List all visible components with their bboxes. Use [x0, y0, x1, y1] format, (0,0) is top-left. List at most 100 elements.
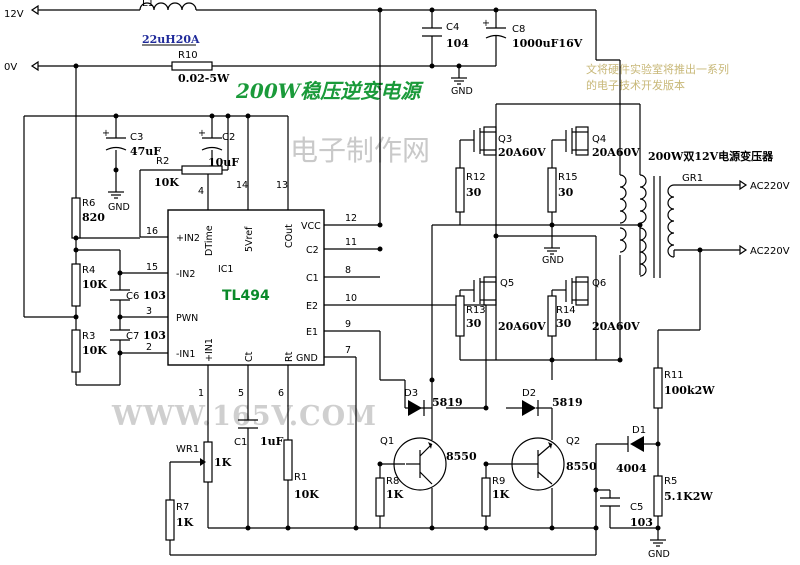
- mosfet-q6-icon: [565, 276, 589, 306]
- schematic-title: 200W稳压逆变电源: [235, 79, 424, 103]
- r2-ref: R2: [156, 156, 169, 167]
- r9-value: 1K: [492, 488, 510, 501]
- capacitor-c4: [422, 27, 442, 37]
- d2-value: 5819: [552, 396, 583, 409]
- r14-value: 30: [556, 317, 572, 330]
- pin-1-num: 1: [198, 388, 204, 399]
- r8-ref: R8: [386, 476, 399, 487]
- pin-3-num: 3: [146, 306, 152, 317]
- r12-ref: R12: [466, 172, 486, 183]
- driver-wires: [356, 304, 596, 529]
- r13-value: 30: [466, 317, 482, 330]
- r11-value: 100k2W: [664, 384, 715, 397]
- rail-12v-label: 12V: [4, 9, 24, 20]
- capacitor-c8: +: [482, 18, 507, 39]
- pin-1-label: +IN1: [204, 338, 215, 362]
- gr1-ref: GR1: [682, 173, 703, 184]
- pin-7-label: GND: [296, 353, 318, 364]
- pin-7-num: 7: [345, 345, 351, 356]
- watermark-site-cn: 电子制作网: [290, 134, 430, 167]
- mosfet-q5-icon: [473, 276, 497, 306]
- pin-5-label: Ct: [244, 351, 255, 362]
- output-2-label: AC220V: [750, 246, 790, 257]
- r14-ref: R14: [556, 305, 576, 316]
- resistor-r6: [71, 197, 81, 239]
- r3-ref: R3: [82, 331, 95, 342]
- ic-tl494-body: [167, 209, 325, 366]
- capacitor-c2: +: [198, 128, 223, 151]
- capacitor-c7: [110, 329, 130, 341]
- resistor-r7: [165, 499, 175, 541]
- capacitor-c3: +: [102, 128, 127, 151]
- transformer-icon: [619, 174, 740, 278]
- feedback-wires: [595, 250, 701, 555]
- d3-ref: D3: [404, 388, 418, 399]
- c6-ref: C6: [126, 291, 139, 302]
- ic-name: TL494: [222, 288, 270, 304]
- pin-11-num: 11: [345, 237, 357, 248]
- ic-bottom-network-wires: [169, 357, 596, 556]
- svg-text:+: +: [482, 18, 490, 29]
- pin-12-label: VCC: [301, 221, 321, 232]
- diode-d1: [627, 436, 644, 452]
- r4-ref: R4: [82, 265, 95, 276]
- q2-ref: Q2: [566, 436, 580, 447]
- resistor-r15: [547, 167, 557, 213]
- r6-ref: R6: [82, 198, 95, 209]
- pin-6-label: Rt: [284, 351, 295, 362]
- r6-value: 820: [82, 211, 105, 224]
- pin-8-label: C1: [306, 273, 319, 284]
- c1-value: 1uF: [260, 435, 284, 448]
- ic-bottom-pins: [207, 365, 289, 442]
- r1-value: 10K: [294, 488, 319, 501]
- ic-right-pins: [324, 224, 380, 358]
- diode-d3: [408, 400, 425, 416]
- resistor-r3: [71, 329, 81, 373]
- rail-0v-arrow-icon: [30, 60, 39, 72]
- q3-ref: Q3: [498, 134, 512, 145]
- r5-value: 5.1K2W: [664, 490, 713, 503]
- gnd-icon-c3: [108, 191, 124, 199]
- gnd-label-top: GND: [451, 86, 473, 97]
- pin-16-num: 16: [146, 226, 158, 237]
- pin-15-label: -IN2: [176, 269, 195, 280]
- r3-value: 10K: [82, 344, 107, 357]
- q1-value: 8550: [446, 450, 477, 463]
- c5-ref: C5: [630, 502, 643, 513]
- svg-text:+: +: [198, 128, 206, 139]
- resistor-r12: [455, 167, 465, 213]
- r15-ref: R15: [558, 172, 578, 183]
- resistor-r8: [375, 477, 385, 517]
- pin-14-num: 14: [236, 180, 248, 191]
- output-1-label: AC220V: [750, 181, 790, 192]
- gnd-label-feedback: GND: [648, 549, 670, 560]
- gnd-label-c3: GND: [108, 202, 130, 213]
- watermark-url: WWW.165V.COM: [111, 401, 377, 432]
- ic-ref: IC1: [218, 264, 233, 275]
- resistor-r9: [481, 477, 491, 517]
- left-network-wires: [75, 237, 140, 386]
- resistor-r5: [653, 475, 663, 517]
- r5-ref: R5: [664, 476, 677, 487]
- q4-value: 20A60V: [592, 146, 640, 159]
- pin-10-label: E2: [306, 301, 318, 312]
- pin-2-num: 2: [146, 342, 152, 353]
- rail-12v-arrow-icon: [30, 4, 39, 16]
- gnd-icon-feedback: [650, 539, 666, 547]
- resistor-r4: [71, 263, 81, 307]
- d1-ref: D1: [632, 425, 646, 436]
- r4-value: 10K: [82, 278, 107, 291]
- d2-ref: D2: [522, 388, 536, 399]
- r10-ref: R10: [178, 50, 198, 61]
- capacitor-c5: [600, 497, 620, 507]
- transformer-label: 200W双12V电源变压器: [648, 149, 774, 163]
- ic-left-pins: [140, 236, 168, 354]
- l1-value: 22uH20A: [142, 33, 200, 46]
- q5-value: 20A60V: [498, 320, 546, 333]
- pin-2-label: -IN1: [176, 349, 195, 360]
- c2-ref: C2: [222, 132, 235, 143]
- l1-ref: L1: [142, 0, 154, 9]
- c1-ref: C1: [234, 437, 247, 448]
- junction-dots: [73, 7, 703, 531]
- gnd-icon: [451, 77, 467, 85]
